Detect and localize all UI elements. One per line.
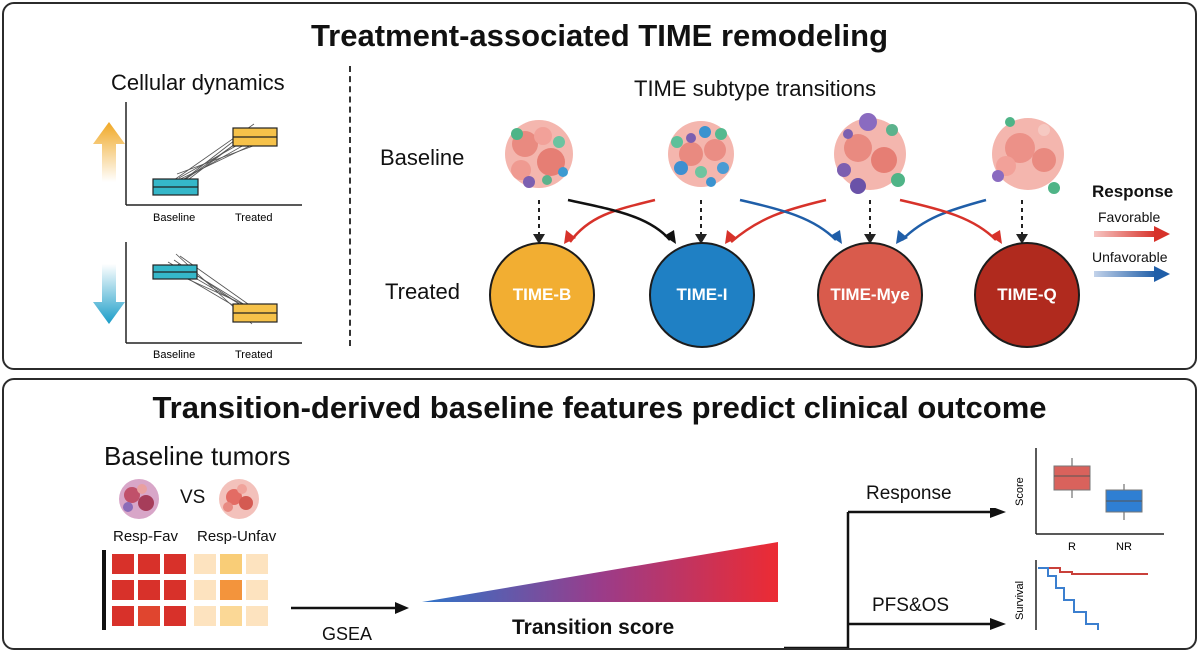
resp-fav-tumor-icon xyxy=(119,479,159,519)
transitions-title: TIME subtype transitions xyxy=(634,76,877,101)
row-label-treated: Treated xyxy=(385,279,461,304)
top-panel-title: Treatment-associated TIME remodeling xyxy=(310,18,889,53)
gsea-label: GSEA xyxy=(322,624,373,644)
survival-plot: Survival xyxy=(1014,560,1148,630)
increase-dynamics-plot: Baseline Treated xyxy=(125,102,302,224)
dashed-arrows xyxy=(533,198,1028,244)
pfs-os-outcome-label: PFS&OS xyxy=(872,595,950,616)
legend-unfavorable: Unfavorable xyxy=(1092,249,1168,265)
legend-favorable: Favorable xyxy=(1098,209,1161,225)
resp-fav-label: Resp-Fav xyxy=(113,528,179,545)
baseline-tumor-mye xyxy=(834,113,906,194)
subtype-time-b: TIME-B xyxy=(489,242,595,348)
plot-x-baseline-2: Baseline xyxy=(153,349,195,361)
bottom-panel: Transition-derived baseline features pre… xyxy=(2,378,1197,650)
resp-unfav-tumor-icon xyxy=(219,479,259,519)
resp-unfav-label: Resp-Unfav xyxy=(197,528,277,545)
baseline-tumor-i xyxy=(668,121,734,187)
baseline-tumors-label: Baseline tumors xyxy=(104,441,291,471)
heatmap-cells xyxy=(112,554,268,626)
box-ylabel: Score xyxy=(1014,477,1026,506)
response-outcome-label: Response xyxy=(866,483,952,504)
transition-score-wedge xyxy=(422,542,778,602)
gsea-arrow-icon xyxy=(291,602,409,614)
score-boxplot: Score R NR xyxy=(1014,448,1164,553)
top-panel: Treatment-associated TIME remodeling Cel… xyxy=(2,2,1197,370)
baseline-tumor-q xyxy=(992,117,1064,194)
unfavorable-arrow-icon xyxy=(1094,266,1170,282)
baseline-tumor-b xyxy=(505,120,573,188)
subtype-time-mye: TIME-Mye xyxy=(817,242,923,348)
heatmap xyxy=(102,550,268,630)
km-ylabel: Survival xyxy=(1014,581,1026,620)
transition-score-label: Transition score xyxy=(512,616,675,639)
plot-x-treated-2: Treated xyxy=(235,349,273,361)
subtype-time-q: TIME-Q xyxy=(974,242,1080,348)
row-label-baseline: Baseline xyxy=(380,145,465,170)
panel-divider xyxy=(349,66,351,346)
outcome-branch-arrows xyxy=(784,508,1006,648)
box-x-r: R xyxy=(1068,541,1076,553)
decrease-arrow-icon xyxy=(93,264,125,324)
bottom-panel-title: Transition-derived baseline features pre… xyxy=(152,390,1047,425)
plot-x-treated: Treated xyxy=(235,212,273,224)
legend-title: Response xyxy=(1092,182,1174,201)
subtype-time-i: TIME-I xyxy=(649,242,755,348)
cellular-dynamics-label: Cellular dynamics xyxy=(111,70,285,95)
vs-label: VS xyxy=(180,487,206,508)
increase-arrow-icon xyxy=(93,122,125,182)
plot-x-baseline: Baseline xyxy=(153,212,195,224)
favorable-arrow-icon xyxy=(1094,226,1170,242)
decrease-dynamics-plot: Baseline Treated xyxy=(125,242,302,361)
box-x-nr: NR xyxy=(1116,541,1132,553)
